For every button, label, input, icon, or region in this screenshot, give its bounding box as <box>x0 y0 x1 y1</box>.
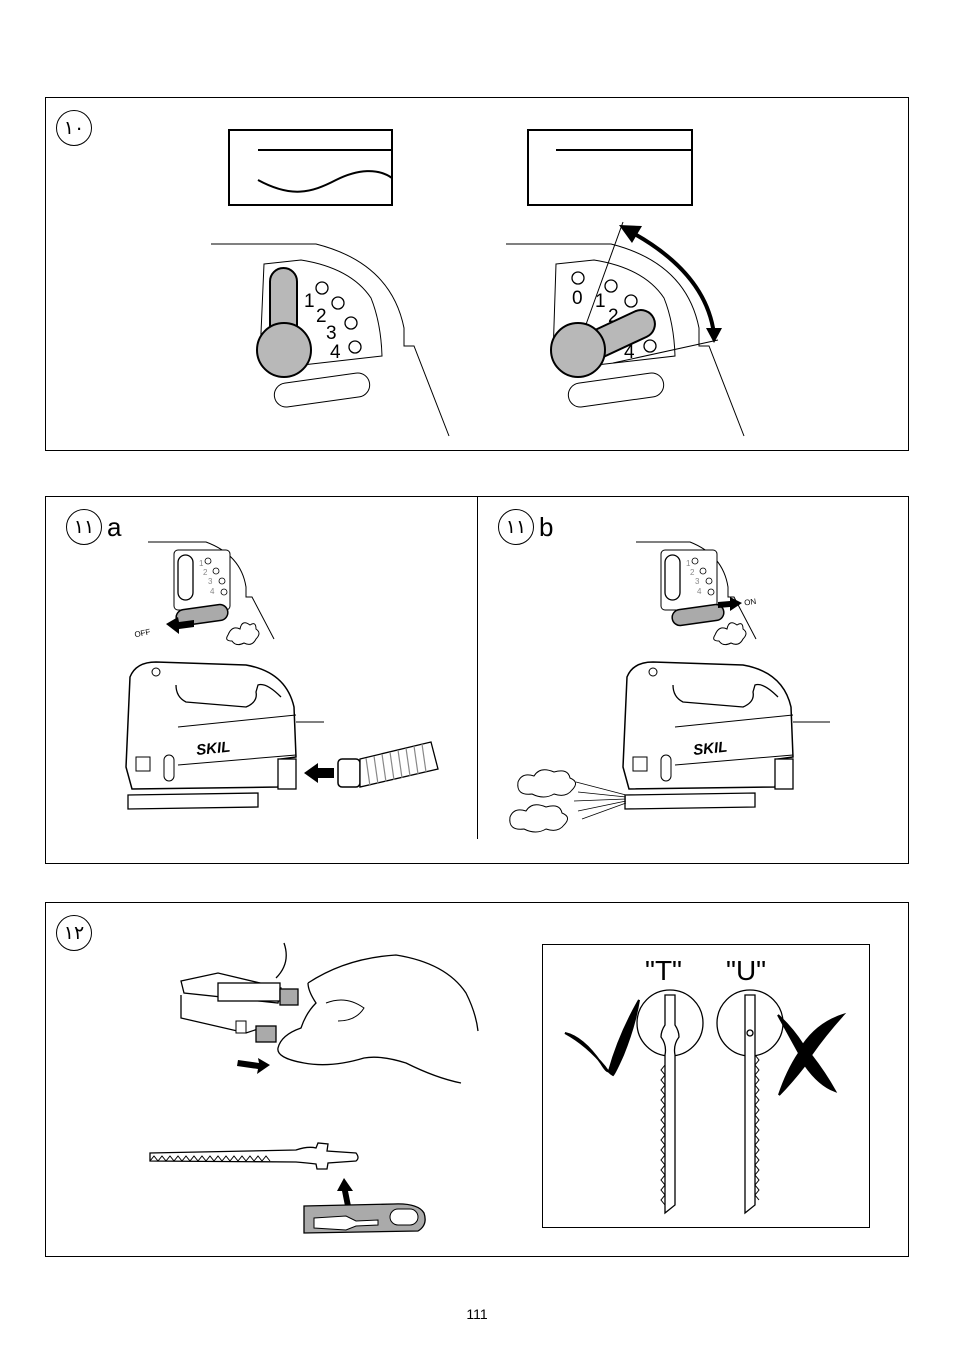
dial-left-1: 1 <box>304 291 315 312</box>
u-shank-blade-vertical <box>744 994 756 1215</box>
dial-right-0: 0 <box>572 288 583 309</box>
dust-puff-icon <box>226 622 260 646</box>
dial-right-4: 4 <box>624 342 635 363</box>
blade-type-illustration: "T" "U" <box>564 955 847 1215</box>
figure-11a-letter: a <box>107 512 122 542</box>
figure-12-panel: ١٢ "T" "U" <box>45 902 909 1257</box>
brand-logo-a: SKIL <box>195 739 231 759</box>
air-cloud-bottom <box>509 804 568 833</box>
cross-icon <box>777 1012 847 1096</box>
dial-right-2: 2 <box>608 306 619 327</box>
figure-11-divider <box>477 497 478 839</box>
dial-left-3: 3 <box>326 323 337 344</box>
on-label: ON <box>744 597 757 608</box>
page-number: 111 <box>466 1306 488 1322</box>
inset-a-dial-4: 4 <box>210 587 215 596</box>
inset-a-dial-3: 3 <box>208 577 213 586</box>
cut-profile-left <box>228 129 393 206</box>
insert-arrow-icon <box>304 763 334 783</box>
inset-b-dial-2: 2 <box>690 568 695 577</box>
t-shank-blade <box>149 1142 359 1170</box>
jigsaw-a <box>125 661 297 790</box>
up-arrow-icon <box>337 1178 353 1211</box>
u-shank-label: "U" <box>726 955 766 986</box>
checkmark-icon <box>564 999 640 1077</box>
push-arrow-icon <box>237 1058 270 1074</box>
blade-insert-illustration <box>149 942 479 1234</box>
figure-10-badge: ١٠ <box>56 110 92 146</box>
inset-b-dial-4: 4 <box>697 587 702 596</box>
hand <box>275 942 479 1084</box>
dust-switch-on <box>671 603 725 627</box>
t-shank-blade-vertical <box>660 994 680 1215</box>
inset-a-dial-1: 1 <box>199 559 204 568</box>
air-cloud-top <box>517 769 576 798</box>
dial-right-1: 1 <box>595 291 606 312</box>
figure-11b-illustration: 1 2 3 4 ON SKIL <box>509 541 830 833</box>
figure-11b-letter: b <box>539 512 554 542</box>
off-label: OFF <box>134 627 152 639</box>
dust-puff-icon <box>713 622 747 646</box>
figure-11a-illustration: 1 2 3 4 OFF SKIL <box>125 541 439 810</box>
inset-b-dial-3: 3 <box>695 577 700 586</box>
figure-11b-badge: ١١ <box>498 509 534 545</box>
figure-11a-badge: ١١ <box>66 509 102 545</box>
figure-10-illustration: 1 2 3 4 0 1 2 4 <box>211 129 745 437</box>
brand-logo-b: SKIL <box>692 739 728 759</box>
blade-type-box: "T" "U" <box>542 944 870 1228</box>
adjust-arrow <box>630 230 716 335</box>
inset-b-dial-1: 1 <box>686 559 691 568</box>
off-arrow-icon <box>166 617 194 634</box>
figure-11-panel: ١١ a ١١ b 1 2 3 4 OFF SKIL <box>45 496 909 864</box>
t-shank-label: "T" <box>645 955 682 986</box>
vacuum-hose <box>359 741 439 788</box>
dial-left-4: 4 <box>330 342 341 363</box>
cut-profile-right <box>527 129 693 206</box>
on-arrow-icon <box>718 597 742 611</box>
figure-12-badge: ١٢ <box>56 915 92 951</box>
jigsaw-b <box>622 661 794 790</box>
figure-10-panel: ١٠ 1 2 3 4 0 1 2 4 <box>45 97 909 451</box>
inset-a-dial-2: 2 <box>203 568 208 577</box>
dial-left-2: 2 <box>316 306 327 327</box>
